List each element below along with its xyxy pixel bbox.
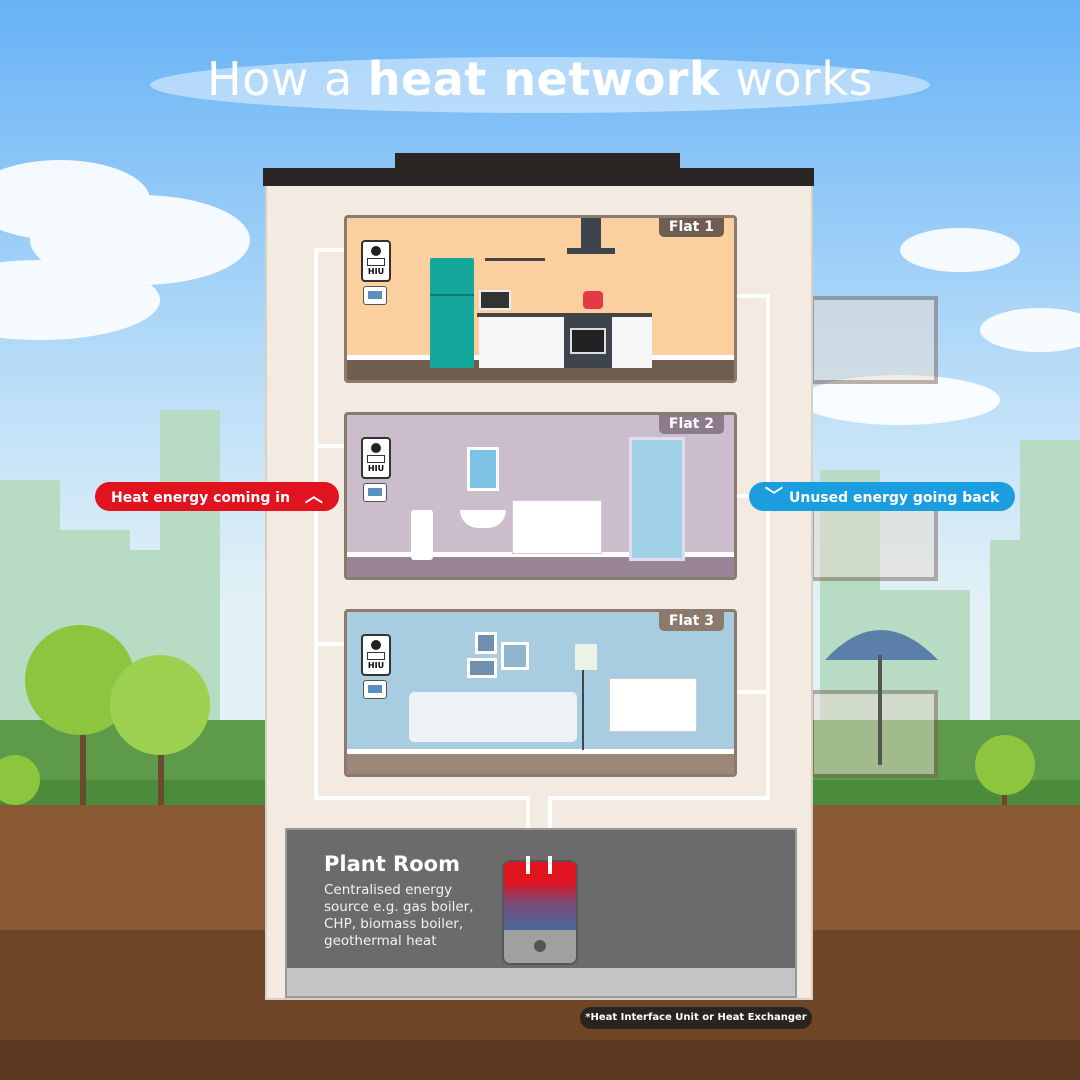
flat-label: Flat 2 xyxy=(658,415,724,434)
thermostat-icon xyxy=(363,286,387,305)
radiator xyxy=(512,500,602,554)
footnote: *Heat Interface Unit or Heat Exchanger xyxy=(580,1007,812,1029)
hiu-unit: HIU xyxy=(361,437,391,479)
flat-2: Flat 2 HIU xyxy=(344,412,737,580)
clouds xyxy=(0,57,1080,425)
thermostat-icon xyxy=(363,680,387,699)
supply-pipe xyxy=(526,856,530,874)
picture-frame xyxy=(475,632,497,654)
shower xyxy=(629,437,685,561)
boiler xyxy=(502,860,578,965)
sofa xyxy=(409,692,577,742)
plant-room-floor xyxy=(287,968,795,996)
return-pipe xyxy=(548,856,552,874)
hiu-unit: HIU xyxy=(361,634,391,676)
roof-top xyxy=(395,153,680,170)
floor-lamp xyxy=(582,644,584,750)
flat-label: Flat 1 xyxy=(658,218,724,237)
page-title: How a heat network works xyxy=(206,52,873,106)
flat-label: Flat 3 xyxy=(658,612,724,631)
thermostat-icon xyxy=(363,483,387,502)
picture-frame xyxy=(467,658,497,678)
return-branch xyxy=(706,690,770,694)
return-branch xyxy=(706,494,770,498)
umbrella xyxy=(825,630,938,660)
cooker-hood xyxy=(567,218,615,258)
heat-in-label: Heat energy coming in ︿ xyxy=(95,482,339,511)
radiator xyxy=(609,678,697,732)
supply-branch xyxy=(314,444,360,448)
sink xyxy=(460,510,506,528)
roof xyxy=(263,168,814,186)
fridge xyxy=(430,258,474,368)
supply-pipe xyxy=(314,248,318,800)
return-branch xyxy=(706,294,770,298)
trees xyxy=(0,625,1035,805)
plant-room-title: Plant Room xyxy=(324,852,460,876)
energy-back-label: ﹀Unused energy going back xyxy=(749,482,1016,511)
toilet xyxy=(411,510,433,560)
return-pipe xyxy=(548,796,770,800)
chevron-up-icon: ︿ xyxy=(304,486,323,507)
shelf xyxy=(485,258,545,261)
return-pipe xyxy=(766,294,770,800)
flat-3: Flat 3 HIU xyxy=(344,609,737,777)
mirror xyxy=(467,447,499,491)
hiu-unit: HIU xyxy=(361,240,391,282)
flat-1: Flat 1 HIU xyxy=(344,215,737,383)
balconies xyxy=(810,296,938,778)
supply-branch xyxy=(314,248,360,252)
plant-room-description: Centralised energy source e.g. gas boile… xyxy=(324,882,474,949)
picture-frame xyxy=(501,642,529,670)
supply-branch xyxy=(314,642,360,646)
supply-pipe xyxy=(314,796,530,800)
chevron-down-icon: ﹀ xyxy=(765,486,783,507)
